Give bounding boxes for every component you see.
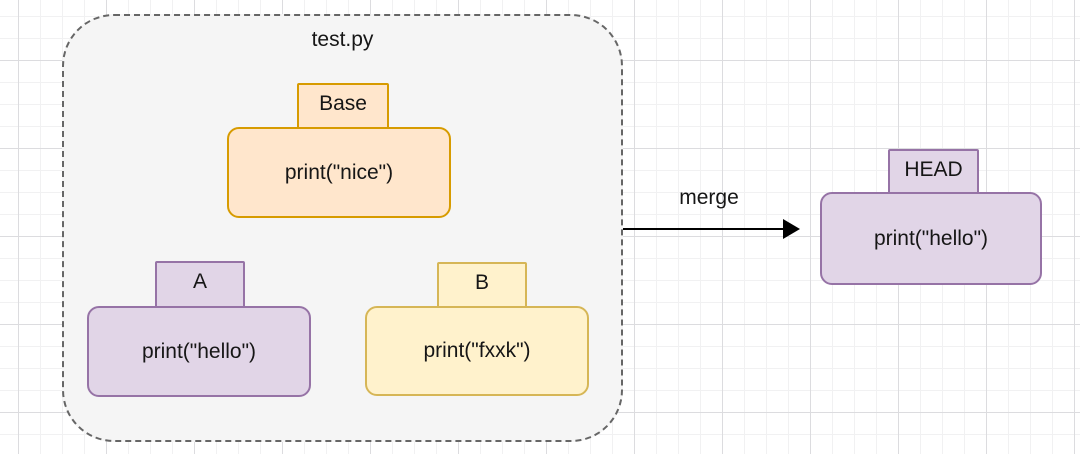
commit-body-base: print("nice") bbox=[227, 127, 451, 218]
merge-arrow-head-icon bbox=[783, 219, 800, 239]
commit-body-a: print("hello") bbox=[87, 306, 311, 397]
commit-body-b: print("fxxk") bbox=[365, 306, 589, 396]
merge-arrow-label: merge bbox=[679, 186, 739, 209]
commit-tab-b: B bbox=[437, 262, 527, 308]
file-container-label: test.py bbox=[311, 28, 374, 51]
commit-tab-head: HEAD bbox=[888, 149, 979, 194]
commit-body-head: print("hello") bbox=[820, 192, 1042, 285]
merge-arrow-line bbox=[623, 228, 786, 230]
commit-tab-a: A bbox=[155, 261, 245, 308]
commit-tab-base: Base bbox=[297, 83, 389, 129]
